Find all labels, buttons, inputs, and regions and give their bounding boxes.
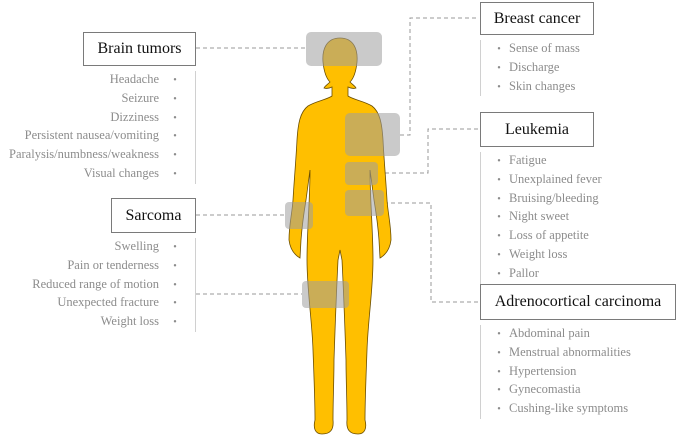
highlight-regions — [285, 32, 400, 308]
sarcoma-label: Sarcoma — [125, 206, 182, 224]
breast-cancer-title: Breast cancer — [480, 2, 594, 35]
breast-cancer-label: Breast cancer — [493, 9, 581, 27]
symptom-item: •Hypertension — [489, 363, 631, 382]
connector-lines — [196, 17, 478, 303]
bullet-icon: • — [173, 168, 177, 180]
connector-breast-cancer — [400, 17, 478, 136]
bullet-icon: • — [173, 317, 177, 329]
bullet-icon: • — [497, 329, 501, 340]
symptom-item: •Gynecomastia — [489, 381, 631, 400]
bullet-icon: • — [497, 404, 501, 416]
brain-tumors-symptom-list: Headache• Seizure• Dizziness• Persistent… — [9, 71, 196, 184]
symptom-item: Headache• — [9, 71, 185, 90]
bullet-icon: • — [497, 44, 501, 55]
symptom-item: •Fatigue — [489, 152, 602, 171]
symptom-item: Seizure• — [9, 90, 185, 109]
symptom-item: •Sense of mass — [489, 40, 580, 59]
brain-tumors-label: Brain tumors — [97, 40, 182, 57]
symptom-item: Reduced range of motion• — [32, 276, 185, 295]
symptom-item: •Night sweet — [489, 208, 602, 227]
symptom-item: •Weight loss — [489, 246, 602, 265]
highlight-head — [306, 32, 382, 66]
bullet-icon: • — [173, 131, 177, 143]
leukemia-title: Leukemia — [480, 112, 594, 147]
bullet-icon: • — [497, 193, 501, 205]
bullet-icon: • — [173, 93, 177, 105]
bullet-icon: • — [173, 242, 177, 253]
symptom-item: •Unexplained fever — [489, 171, 601, 190]
bullet-icon: • — [497, 366, 501, 378]
bullet-icon: • — [497, 81, 501, 93]
symptom-item: Visual changes• — [9, 165, 185, 184]
bullet-icon: • — [173, 150, 177, 162]
brain-tumors-title: Brain tumors — [83, 32, 196, 66]
bullet-icon: • — [497, 249, 501, 261]
symptom-item: •Menstrual abnormalities — [489, 344, 631, 363]
sarcoma-symptom-list: Swelling• Pain or tenderness• Reduced ra… — [32, 238, 196, 332]
symptom-item: Weight loss• — [32, 313, 185, 332]
symptom-item: •Skin changes — [489, 78, 580, 97]
leukemia-symptom-list: •Fatigue •Unexplained fever •Bruising/bl… — [480, 152, 602, 284]
highlight-abdomen-upper — [345, 162, 378, 185]
bullet-icon: • — [497, 212, 501, 224]
adrenocortical-carcinoma-symptom-list: •Abdominal pain •Menstrual abnormalities… — [480, 325, 631, 419]
symptom-item: •Bruising/bleeding — [489, 190, 602, 209]
bullet-icon: • — [173, 260, 177, 272]
adrenocortical-carcinoma-label: Adrenocortical carcinoma — [494, 293, 662, 310]
highlight-arm — [285, 202, 313, 229]
symptom-item: •Cushing-like symptoms — [489, 400, 631, 419]
symptom-item: Pain or tenderness• — [32, 257, 185, 276]
bullet-icon: • — [173, 279, 177, 291]
symptom-item: Persistent nausea/vomiting• — [9, 127, 185, 146]
bullet-icon: • — [497, 385, 501, 397]
symptom-item: Swelling• — [32, 238, 185, 257]
bullet-icon: • — [497, 347, 501, 359]
bullet-icon: • — [497, 268, 501, 280]
symptom-item: Paralysis/numbness/weakness• — [9, 146, 185, 165]
symptom-item: Unexpected fracture• — [32, 294, 185, 313]
bullet-icon: • — [497, 174, 501, 186]
bullet-icon: • — [173, 298, 177, 310]
female-silhouette — [288, 37, 392, 435]
leukemia-label: Leukemia — [505, 120, 569, 138]
highlight-thigh — [302, 281, 349, 308]
symptom-item: •Pallor — [489, 265, 602, 284]
connector-adrenocortical — [384, 202, 478, 303]
symptom-item: Dizziness• — [9, 109, 185, 128]
connector-leukemia — [378, 128, 478, 174]
bullet-icon: • — [497, 62, 501, 74]
highlight-chest — [345, 113, 400, 156]
symptom-item: •Loss of appetite — [489, 227, 602, 246]
highlight-abdomen-lower — [345, 190, 384, 216]
bullet-icon: • — [497, 156, 501, 167]
sarcoma-title: Sarcoma — [111, 198, 196, 233]
symptom-item: •Abdominal pain — [489, 325, 631, 344]
adrenocortical-carcinoma-title: Adrenocortical carcinoma — [480, 284, 676, 320]
bullet-icon: • — [497, 231, 501, 243]
bullet-icon: • — [173, 112, 177, 124]
breast-cancer-symptom-list: •Sense of mass •Discharge •Skin changes — [480, 40, 580, 97]
symptom-item: •Discharge — [489, 59, 580, 78]
bullet-icon: • — [173, 75, 177, 86]
